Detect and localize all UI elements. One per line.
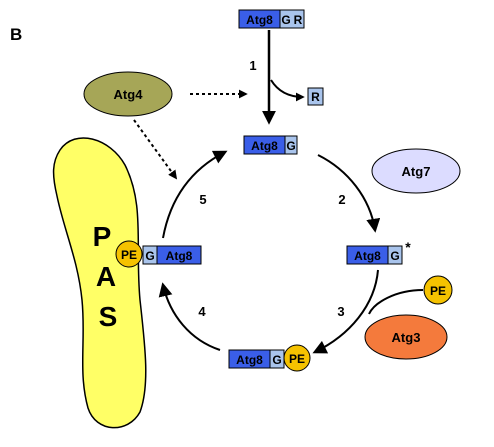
pas-letter-s: S <box>99 301 118 332</box>
panel-label: B <box>10 25 22 44</box>
svg-text:G: G <box>281 13 290 27</box>
atg8-g-pe-conjugate: Atg8 G PE <box>228 344 311 372</box>
atg3-enzyme <box>364 314 448 360</box>
step5-arrow <box>162 150 228 239</box>
svg-text:Atg8: Atg8 <box>236 353 263 367</box>
membrane-bound-atg8-pe: PE G Atg8 <box>115 240 202 268</box>
pas-letter-a: A <box>96 261 116 292</box>
atg8-g-processed: Atg8 G <box>243 135 298 155</box>
svg-text:PE: PE <box>121 248 137 262</box>
pe-join-line <box>368 289 424 315</box>
svg-text:G: G <box>272 353 281 367</box>
step-label-5: 5 <box>199 192 206 207</box>
atg7-label: Atg7 <box>402 164 431 179</box>
arginine-release-arrow <box>270 79 305 102</box>
svg-text:Atg8: Atg8 <box>166 249 193 263</box>
free-pe <box>423 275 453 305</box>
atg7-enzyme <box>371 148 461 194</box>
atg4-label: Atg4 <box>114 87 144 102</box>
atg4-enzyme <box>83 71 173 117</box>
step3-arrow <box>312 269 379 354</box>
pas-letter-p: P <box>93 221 112 252</box>
atg8-g-activated: Atg8 G * <box>346 239 411 265</box>
svg-text:Atg8: Atg8 <box>354 249 381 263</box>
svg-text:PE: PE <box>289 352 305 366</box>
svg-text:G: G <box>286 139 295 153</box>
step4-arrow <box>158 282 221 351</box>
released-arginine: R <box>307 87 324 106</box>
svg-text:G: G <box>390 249 399 263</box>
atg8-gr-precursor: Atg8 G R <box>238 9 305 29</box>
svg-text:*: * <box>405 239 411 255</box>
svg-text:Atg8: Atg8 <box>251 139 278 153</box>
step-label-2: 2 <box>338 192 345 207</box>
step-label-4: 4 <box>198 304 206 319</box>
free-pe-label: PE <box>430 284 446 298</box>
svg-text:R: R <box>311 90 320 104</box>
pas-membrane <box>52 137 147 429</box>
svg-text:G: G <box>145 249 154 263</box>
svg-text:Atg8: Atg8 <box>246 13 273 27</box>
atg4-deconjugation-arrow <box>133 119 178 180</box>
atg3-label: Atg3 <box>392 330 421 345</box>
step-label-3: 3 <box>337 304 344 319</box>
step2-arrow <box>317 154 381 233</box>
svg-text:R: R <box>294 13 303 27</box>
step-label-1: 1 <box>249 58 256 73</box>
